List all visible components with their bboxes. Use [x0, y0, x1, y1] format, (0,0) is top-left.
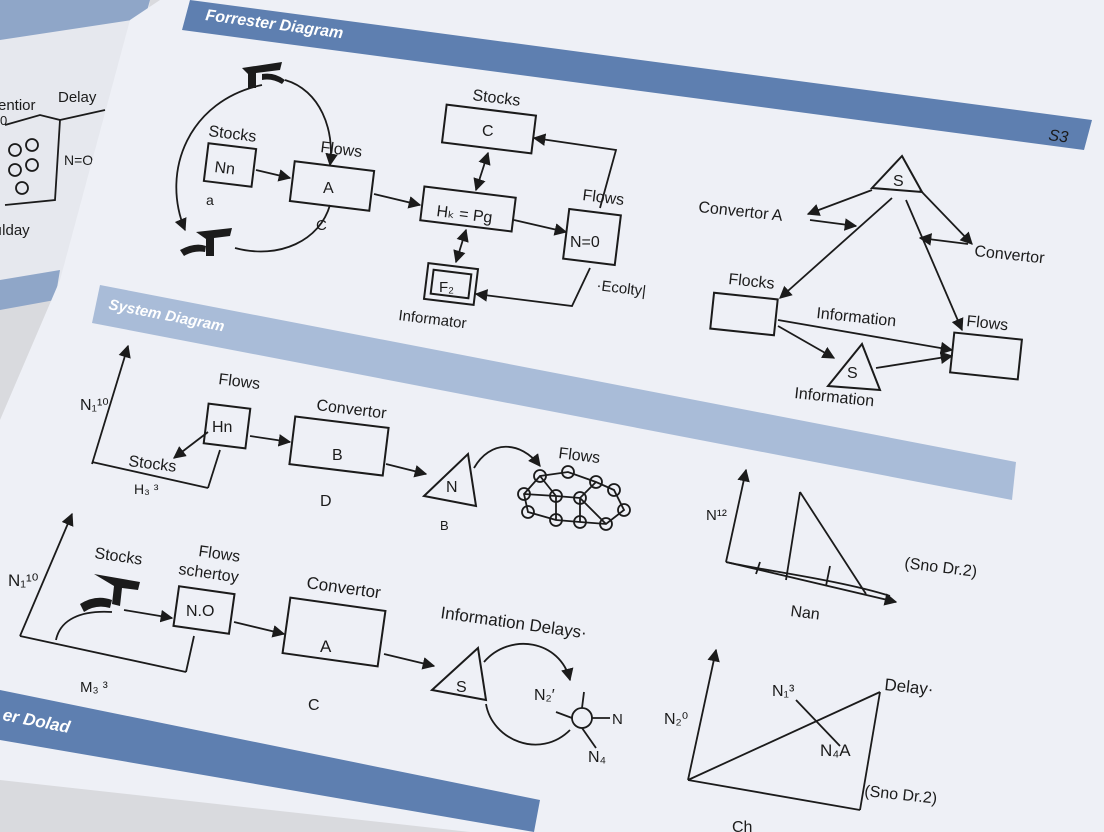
a-box — [288, 160, 376, 212]
equation-box-label: Hₖ = Pg — [436, 203, 494, 227]
bottom-n-label: N₁¹⁰ — [8, 571, 39, 590]
n-triangle-label: N — [446, 479, 458, 496]
n4-label: N₄ — [588, 749, 606, 766]
c-box-top-label: C — [482, 123, 494, 140]
s-triangle-bottom-label: S — [456, 679, 467, 696]
hn-box-label: Hn — [212, 419, 232, 436]
s-triangle-mid — [826, 342, 882, 392]
a-box-bottom — [281, 596, 387, 668]
nn-box — [202, 142, 258, 188]
mini-chart-2-n-top: N₁³ — [772, 683, 795, 700]
mini-chart-1-x-label: Nan — [790, 603, 821, 623]
n2-label: N₂′ — [534, 687, 555, 704]
stocks-label-top: Stocks — [472, 87, 522, 110]
d-label: D — [320, 493, 332, 510]
hn-box — [202, 402, 252, 450]
system-flows-label: Flows — [218, 371, 262, 393]
n-right-label: N — [612, 711, 623, 728]
m3-label: M₃ ³ — [80, 679, 108, 696]
f-box-label: F₂ — [439, 279, 454, 296]
mini-chart-2-y-label: N₂⁰ — [664, 711, 688, 728]
nn-box-label: Nn — [214, 159, 236, 178]
h3-label: H₃ ³ — [134, 481, 159, 497]
f-box-inner — [429, 268, 473, 300]
c-label-bottom: C — [308, 697, 320, 714]
ecolty-label: ·Ecolty| — [596, 277, 647, 300]
s-triangle-bottom — [429, 646, 488, 702]
flows-right-label: Flows — [966, 313, 1009, 334]
back-label-delay: Delay — [58, 89, 97, 106]
network-graph-icon — [517, 465, 631, 531]
b-box-label: B — [332, 447, 343, 464]
footer-band — [0, 690, 540, 832]
a-box-bottom-label: A — [320, 637, 332, 656]
flows-label-top: Flows — [320, 139, 364, 161]
bottom-stocks-label: Stocks — [93, 545, 143, 569]
n0-box — [562, 207, 622, 267]
s-triangle-top — [869, 154, 924, 194]
stocks-label-left: Stocks — [208, 123, 258, 146]
mini-chart-2-bottom-fragment: Ch — [732, 819, 752, 832]
faucet-icon-top — [242, 62, 285, 88]
c-box-left — [709, 291, 779, 337]
system-flows-net-label: Flows — [558, 445, 602, 467]
mini-chart-1-y-label: N¹² — [706, 507, 727, 524]
n-triangle — [421, 451, 478, 508]
back-label-zero: 0 — [0, 113, 7, 128]
page-mark: S3 — [1047, 127, 1069, 146]
b-small-label: B — [440, 518, 449, 533]
flocks-label: Flocks — [728, 271, 776, 293]
system-band — [92, 285, 1016, 500]
system-n-label: N₁¹⁰ — [80, 397, 109, 414]
nn-sub-label: a — [206, 192, 214, 208]
forrester-diagram: Stocks Nn a Flows A C Stocks C Hₖ = Pg F… — [174, 62, 647, 332]
a-box-label: A — [323, 180, 334, 197]
mini-chart-2-n4a: N₄A — [820, 741, 851, 760]
a-sub-label: C — [316, 217, 327, 234]
back-label-n-eq-o: N=O — [64, 152, 93, 168]
faucet-icon-bottom — [180, 228, 232, 256]
n0-box-label: N=0 — [570, 234, 600, 251]
back-label-ilday: ılday — [0, 222, 30, 239]
equation-box — [419, 185, 517, 233]
s-triangle-top-label: S — [893, 173, 904, 190]
back-grid-icon — [4, 109, 106, 206]
s-triangle-mid-label: S — [847, 365, 858, 382]
system-stocks-label: Stocks — [128, 453, 178, 476]
no-box — [172, 585, 236, 635]
back-label-ention: entior — [0, 97, 36, 114]
junction-node-icon — [555, 691, 610, 749]
c-box-right — [948, 331, 1024, 381]
f-box — [422, 261, 480, 307]
b-box — [288, 415, 390, 477]
no-box-label: N.O — [186, 603, 214, 620]
header-band — [182, 0, 1092, 150]
faucet-icon-bottom-row — [80, 574, 140, 612]
bottom-flows-label: Flows — [197, 543, 241, 566]
